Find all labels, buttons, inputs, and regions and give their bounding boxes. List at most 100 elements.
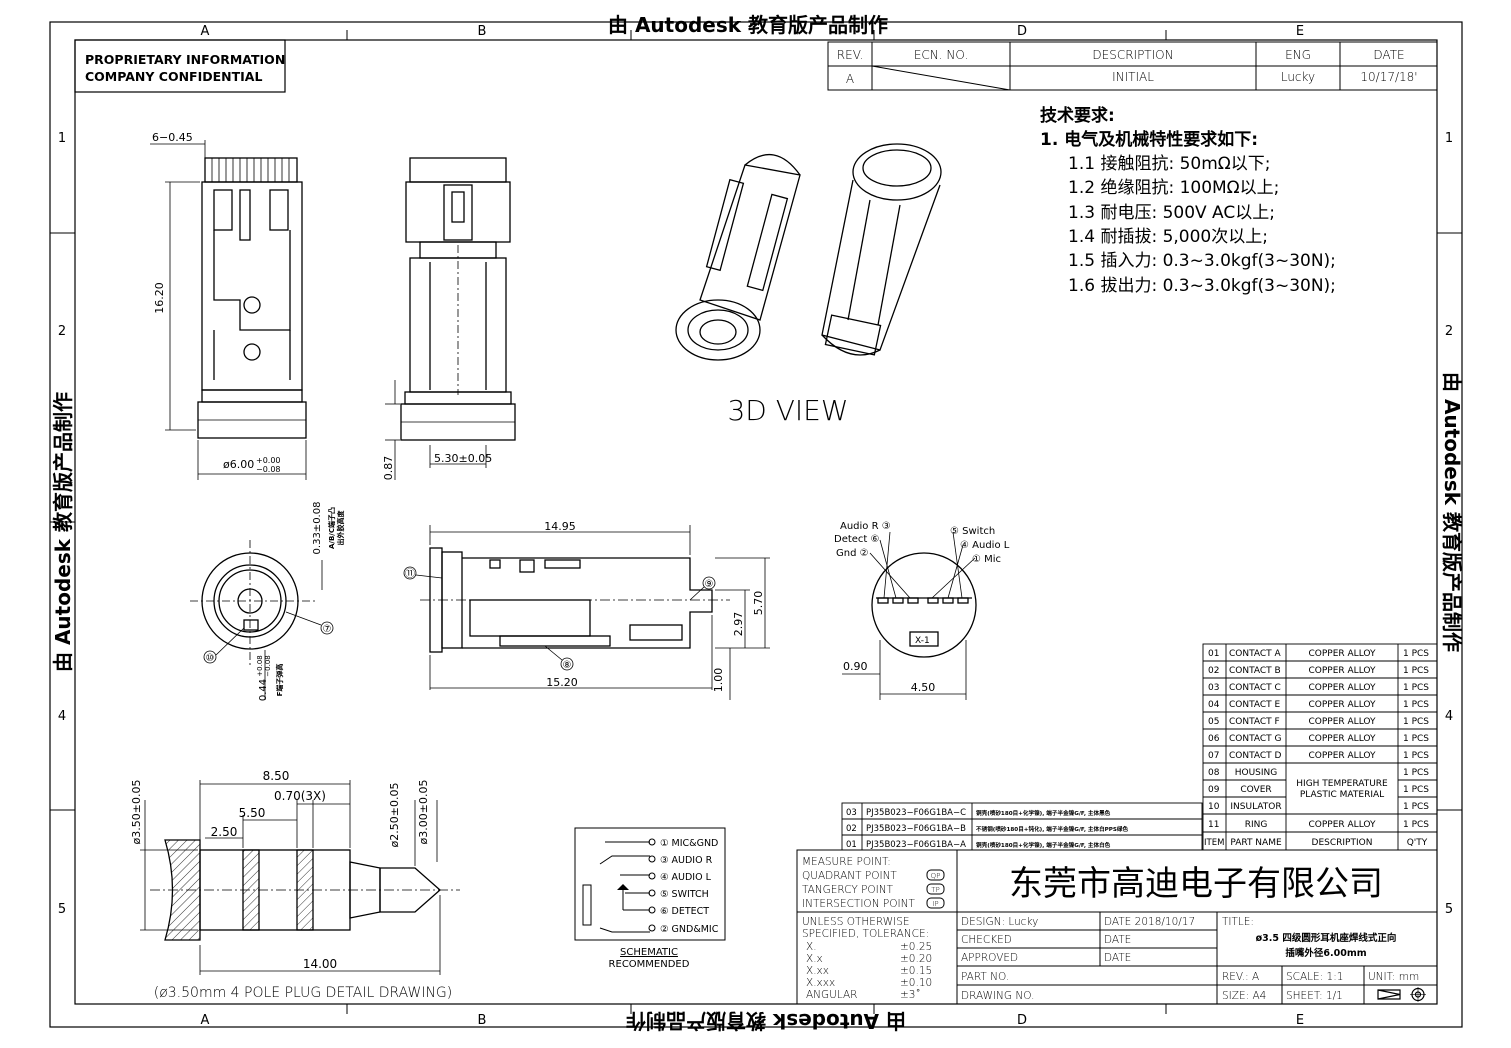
variant-pn: PJ35B023−F06G1BA−B xyxy=(866,824,966,834)
bom-desc: COPPER ALLOY xyxy=(1309,820,1376,830)
variant-desc: 铜壳(喷砂180目+化学镍), 端子半金镍G/F, 主体黑色 xyxy=(976,809,1111,817)
dim-dia-6-00: ø6.00 xyxy=(223,458,254,471)
schematic-caption-1: SCHEMATIC xyxy=(620,947,678,958)
dim-dia-3-00: ø3.00±0.05 xyxy=(417,780,430,845)
bom-qty: 1 PCS xyxy=(1403,683,1429,693)
bom-part: COVER xyxy=(1240,785,1271,795)
bom-part: HOUSING xyxy=(1235,768,1278,778)
iso-view-2 xyxy=(821,143,942,356)
bom-merged-2: PLASTIC MATERIAL xyxy=(1300,790,1384,800)
size-field: SIZE: A4 xyxy=(1222,990,1266,1002)
dim-0-70: 0.70(3X) xyxy=(274,789,326,803)
plug-detail xyxy=(150,839,460,941)
dim-dia-2-50: ø2.50±0.05 xyxy=(388,783,401,848)
bom-qty: 1 PCS xyxy=(1403,649,1429,659)
bom-part: CONTACT G xyxy=(1229,734,1282,744)
zone-col-b-bottom: B xyxy=(478,1013,487,1028)
dim-5-50: 5.50 xyxy=(239,806,266,820)
front-view xyxy=(197,157,307,439)
pin-gnd: Gnd ② xyxy=(836,548,869,559)
bom-qty: 1 PCS xyxy=(1403,700,1429,710)
bom-part: RING xyxy=(1245,820,1268,830)
bom-part: CONTACT E xyxy=(1229,700,1281,710)
zone-col-d: D xyxy=(1017,24,1027,39)
schematic-labels: ① MIC&GND ③ AUDIO R ④ AUDIO L ⑤ SWITCH ⑥… xyxy=(660,838,719,935)
zone-col-e: E xyxy=(1296,24,1304,39)
projection-symbol-icon xyxy=(1377,987,1426,1002)
bom-part: INSULATOR xyxy=(1230,802,1281,812)
bom-item: 07 xyxy=(1208,751,1219,761)
front-view-dims xyxy=(150,140,307,480)
tech-sub-3: 1.3 耐电压: 500V AC以上; xyxy=(1068,203,1275,223)
rev-value: A xyxy=(846,72,854,86)
bom-qty: 1 PCS xyxy=(1403,734,1429,744)
variant-no: 02 xyxy=(846,824,857,834)
bom-item: 01 xyxy=(1208,649,1219,659)
bom-item: 04 xyxy=(1208,700,1220,710)
end-view-dims xyxy=(203,560,334,700)
dim-2-50: 2.50 xyxy=(211,825,238,839)
drawing-title-1: ø3.5 四级圆形耳机座焊线式正向 xyxy=(1256,932,1397,944)
bom-table xyxy=(1202,643,1438,851)
dim-16-20: 16.20 xyxy=(153,282,166,314)
tol-label: X.xx xyxy=(806,965,829,977)
zone-row-2: 2 xyxy=(58,324,66,339)
bom-desc: COPPER ALLOY xyxy=(1309,734,1376,744)
bom-header-part: PART NAME xyxy=(1230,838,1282,848)
company-name: 东莞市高迪电子有限公司 xyxy=(1009,864,1383,904)
dim-2-97: 2.97 xyxy=(732,612,745,637)
bom-header-qty: Q'TY xyxy=(1407,838,1428,848)
tech-item-1: 1. 电气及机械特性要求如下: xyxy=(1040,129,1258,150)
approved: APPROVED xyxy=(961,952,1018,964)
variant-no: 01 xyxy=(846,840,857,850)
bom-part: CONTACT F xyxy=(1229,717,1280,727)
zone-col-d-bottom: D xyxy=(1017,1013,1027,1028)
bom-desc: COPPER ALLOY xyxy=(1309,751,1376,761)
pin-mic: ① Mic xyxy=(972,554,1001,565)
tol-value: ±0.25 xyxy=(900,941,932,953)
bom-qty: 1 PCS xyxy=(1403,820,1429,830)
balloon-11: ⑪ xyxy=(405,568,415,580)
rev-field: REV.: A xyxy=(1222,971,1259,983)
sch-detect: ⑥ DETECT xyxy=(660,906,709,917)
eng-value: Lucky xyxy=(1281,70,1315,84)
title-label: TITLE: xyxy=(1222,916,1254,928)
sch-audio-l: ④ AUDIO L xyxy=(660,872,712,883)
unit-field: UNIT: mm xyxy=(1368,971,1419,983)
tol-value: ±0.10 xyxy=(900,977,932,989)
tol-label: ANGULAR xyxy=(806,989,857,1001)
approved-date: DATE xyxy=(1104,952,1131,964)
tol-value: ±0.20 xyxy=(900,953,932,965)
drawing-title-2: 插嘴外径6.00mm xyxy=(1285,947,1366,959)
tech-title: 技术要求: xyxy=(1040,105,1115,126)
description-header: DESCRIPTION xyxy=(1092,48,1173,62)
bom-header-item: ITEM xyxy=(1204,838,1224,848)
dim-14-00: 14.00 xyxy=(303,957,337,971)
zone-row-4-right: 4 xyxy=(1445,709,1453,724)
zone-ticks xyxy=(50,30,1462,1014)
balloon-9: ⑨ xyxy=(705,579,714,590)
pinout-labels: Audio R ③ Detect ⑥ Gnd ② ⑤ Switch ④ Audi… xyxy=(834,521,1010,646)
pin-audio-r: Audio R ③ xyxy=(840,521,891,532)
variant-desc: 铜壳(喷砂180目+化学镍), 端子半金镍G/F, 主体白色 xyxy=(976,841,1111,849)
proprietary-box xyxy=(74,39,286,93)
variant-no: 03 xyxy=(846,808,857,818)
design: DESIGN: Lucky xyxy=(961,916,1038,928)
bom-qty: 1 PCS xyxy=(1403,717,1429,727)
bom-qty: 1 PCS xyxy=(1403,768,1429,778)
date-value: 10/17/18' xyxy=(1360,70,1417,84)
zone-row-1-right: 1 xyxy=(1445,131,1453,146)
pin-detect: Detect ⑥ xyxy=(834,534,880,545)
dim-14-95: 14.95 xyxy=(544,520,576,533)
tech-requirements: 技术要求: 1. 电气及机械特性要求如下: 1.1 接触阻抗: 50mΩ以下; … xyxy=(1040,105,1336,296)
dim-0-44-tol-down: −0.08 xyxy=(264,655,272,676)
dim-0-44-tol-up: +0.08 xyxy=(256,655,264,676)
balloon-7: ⑦ xyxy=(323,624,332,635)
dim-0-33-note-2: 出外胶高度 xyxy=(336,510,345,546)
tol-label: X. xyxy=(806,941,817,953)
section-view xyxy=(420,547,730,653)
sch-audio-r: ③ AUDIO R xyxy=(660,855,713,866)
switch-arrow-icon xyxy=(617,884,629,890)
